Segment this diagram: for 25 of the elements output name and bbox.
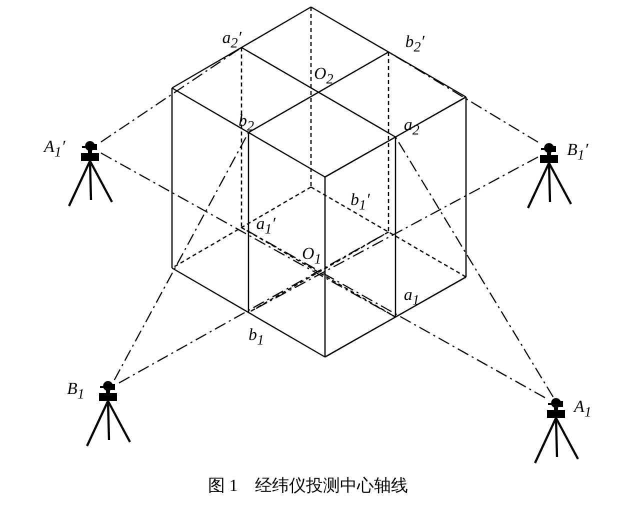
center-label: O$_{2}$ (314, 64, 334, 90)
sight-line (248, 156, 538, 314)
theodolite-icon (545, 397, 567, 419)
point-label: a$_{1}$′ (242, 214, 276, 238)
point-label: a$_{1}$ (396, 285, 420, 317)
theodolite-icon (538, 142, 560, 164)
point-label: b$_{1}$′ (350, 190, 388, 232)
sight-line (114, 132, 250, 380)
station-label: B$_{1}$ (67, 379, 84, 404)
point-label: b$_{2}$′ (388, 32, 424, 52)
sight-line (100, 47, 242, 142)
sight-line (388, 51, 538, 143)
sight-line (100, 152, 396, 318)
sight-line (118, 231, 389, 384)
theodolite-icon (97, 380, 119, 402)
point-label: a$_{2}$′ (214, 28, 242, 48)
sight-line (394, 136, 554, 398)
point-label: b$_{1}$ (248, 312, 270, 344)
station-label: B$_{1}$′ (567, 140, 588, 166)
theodolite-icon (79, 140, 101, 162)
center-label: O$_{1}$ (302, 244, 322, 270)
caption: 图 1 经纬仪投测中心轴线 (208, 475, 408, 497)
station-label: A$_{1}$ (574, 397, 592, 422)
station-label: A$_{1}$′ (44, 137, 66, 162)
sight-line (241, 226, 546, 398)
